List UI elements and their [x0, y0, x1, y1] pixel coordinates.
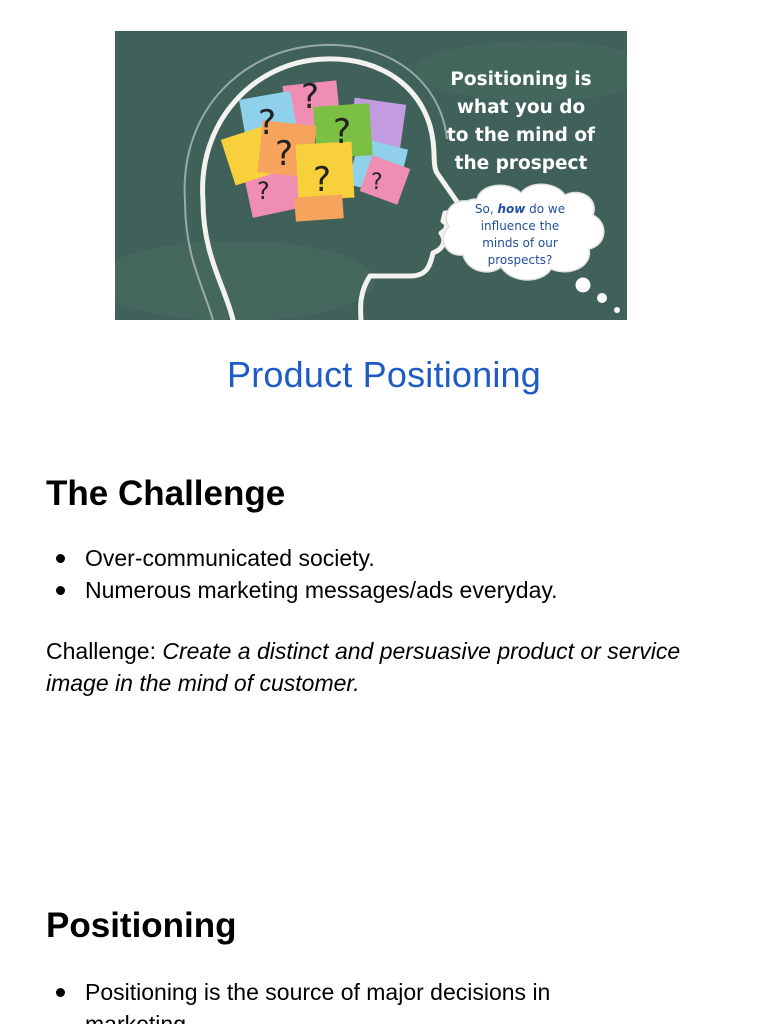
bullet-icon	[56, 554, 65, 563]
positioning-bullet-list: Positioning is the source of major decis…	[46, 976, 645, 1024]
sticky-notes	[220, 80, 411, 222]
challenge-statement: Create a distinct and persuasive product…	[46, 638, 681, 696]
challenge-paragraph: Challenge: Create a distinct and persuas…	[46, 635, 726, 699]
svg-text:?: ?	[301, 77, 319, 117]
svg-text:?: ?	[333, 112, 351, 152]
svg-text:what you do: what you do	[457, 97, 585, 118]
bullet-icon	[56, 988, 65, 997]
svg-text:?: ?	[371, 170, 383, 195]
section-heading-challenge: The Challenge	[46, 474, 286, 513]
list-item: Positioning is the source of major decis…	[46, 976, 645, 1024]
list-item: Over-communicated society.	[46, 542, 558, 574]
challenge-lead: Challenge:	[46, 638, 163, 664]
list-item: Numerous marketing messages/ads everyday…	[46, 574, 558, 606]
section-heading-positioning: Positioning	[46, 906, 237, 945]
svg-text:So, how do we: So, how do we	[475, 202, 565, 216]
svg-text:Positioning is: Positioning is	[450, 69, 591, 90]
question-marks: ? ? ? ? ? ? ?	[257, 77, 383, 205]
hero-image: ? ? ? ? ? ? ? Positioning is what you do…	[115, 31, 627, 320]
head-outline	[200, 56, 464, 320]
svg-text:?: ?	[275, 134, 293, 174]
challenge-bullet-list: Over-communicated society. Numerous mark…	[46, 542, 558, 606]
svg-text:?: ?	[258, 103, 276, 143]
svg-text:minds of our: minds of our	[482, 236, 558, 250]
svg-text:prospects?: prospects?	[488, 253, 553, 267]
svg-text:?: ?	[257, 177, 270, 205]
chalkboard-illustration: ? ? ? ? ? ? ? Positioning is what you do…	[115, 31, 627, 320]
document-title: Product Positioning	[227, 354, 541, 395]
bullet-icon	[56, 586, 65, 595]
bubble-text: So, how do we influence the minds of our…	[475, 202, 565, 267]
svg-text:?: ?	[313, 160, 331, 200]
thought-bubble	[442, 183, 620, 313]
svg-text:influence the: influence the	[481, 219, 560, 233]
svg-text:the prospect: the prospect	[455, 153, 588, 174]
hero-headline: Positioning is what you do to the mind o…	[447, 69, 596, 174]
svg-text:to the mind of: to the mind of	[447, 125, 596, 146]
